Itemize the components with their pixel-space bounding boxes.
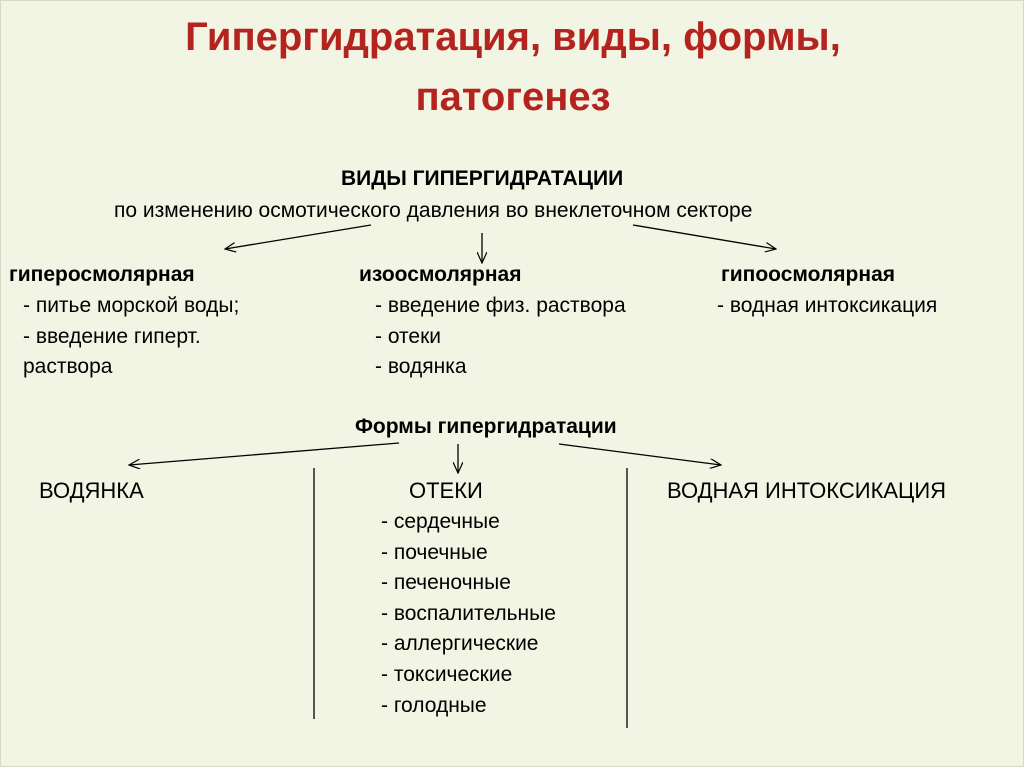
list-item: - питье морской воды;: [23, 294, 240, 317]
hyperosmolar-label: гиперосмолярная: [9, 263, 195, 286]
hypoosmolar-label: гипоосмолярная: [721, 263, 895, 286]
isoosmolar-list: - введение физ. раствора - отеки - водян…: [375, 291, 626, 383]
hyperosmolar-list: - питье морской воды; - введение гиперт.…: [23, 291, 239, 383]
list-item: - токсические: [381, 662, 513, 686]
dropsy-label: ВОДЯНКА: [39, 478, 144, 503]
list-item: - голодные: [381, 693, 487, 717]
hypoosmolar-list: - водная интоксикация: [717, 291, 937, 322]
slide-title-line-2: патогенез: [415, 75, 611, 119]
list-item: - воспалительные: [381, 601, 556, 625]
list-item: - аллергические: [381, 632, 539, 656]
list-item: - печеночные: [381, 571, 511, 595]
arrow-to-water-intoxication: [558, 443, 721, 465]
arrow-to-hypoosmolar: [632, 224, 776, 249]
slide-title-line-1: Гипергидратация, виды, формы,: [185, 15, 841, 59]
types-subheading: по изменению осмотического давления во в…: [114, 199, 753, 222]
list-item: - водная интоксикация: [717, 294, 938, 317]
isoosmolar-label: изоосмолярная: [359, 263, 522, 286]
edema-label: ОТЕКИ: [409, 478, 483, 503]
forms-heading: Формы гипергидратации: [355, 415, 617, 438]
list-item: раствора: [23, 355, 113, 379]
list-item: - отеки: [375, 324, 442, 348]
list-item: - почечные: [381, 540, 488, 564]
list-item: - водянка: [375, 355, 467, 379]
arrow-to-hyperosmolar: [225, 224, 372, 249]
list-item: - введение гиперт.: [23, 324, 201, 348]
edema-list: - сердечные - почечные - печеночные - во…: [381, 507, 556, 721]
list-item: - сердечные: [381, 510, 500, 533]
list-item: - введение физ. раствора: [375, 294, 626, 317]
water-intoxication-label: ВОДНАЯ ИНТОКСИКАЦИЯ: [667, 478, 947, 503]
types-heading: ВИДЫ ГИПЕРГИДРАТАЦИИ: [341, 167, 624, 190]
arrow-to-dropsy: [129, 442, 400, 465]
